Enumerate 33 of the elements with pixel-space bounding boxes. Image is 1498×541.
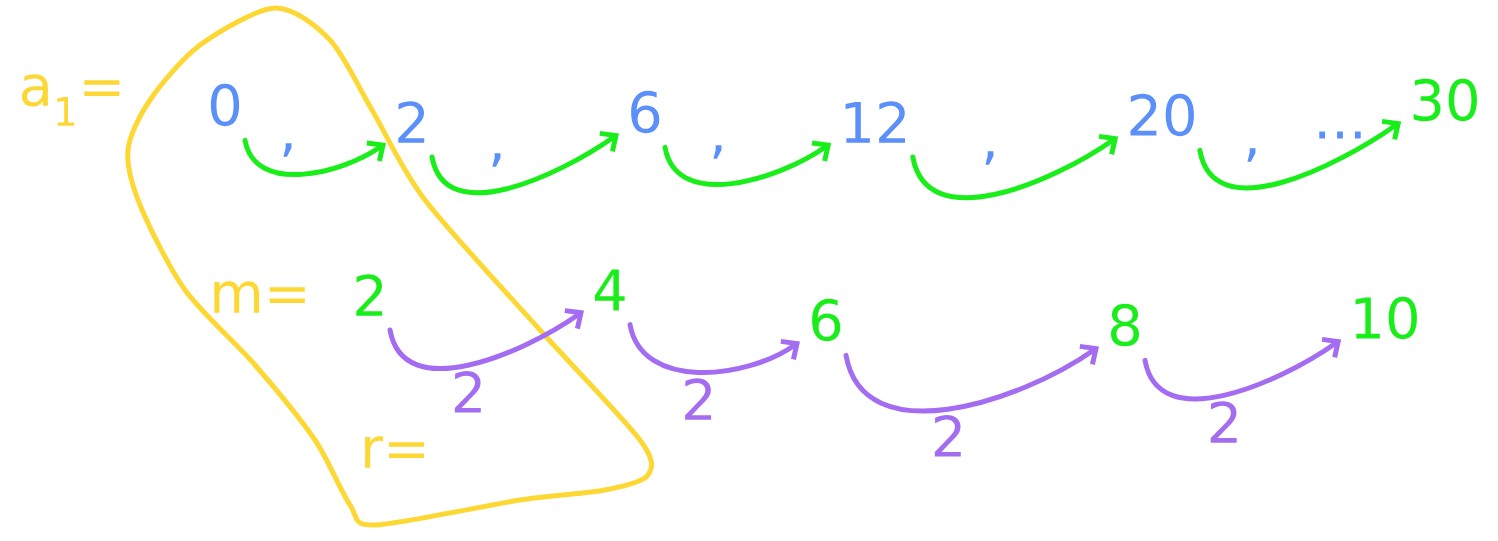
edge-label: 2	[934, 414, 961, 457]
arrow	[429, 130, 619, 196]
number: 6	[812, 298, 841, 342]
edge-label: 2	[685, 378, 712, 420]
handwritten-label: ,	[492, 153, 501, 167]
handwritten-label: a$_{1}$=	[22, 74, 120, 126]
number: 0	[210, 83, 240, 127]
number: 12	[845, 101, 906, 143]
number: 20	[1130, 93, 1194, 137]
arrow	[627, 322, 800, 375]
arrow	[1142, 336, 1342, 402]
number: 6	[631, 90, 660, 134]
number: 2	[356, 274, 383, 316]
number: 30	[1413, 78, 1477, 122]
number: 2	[398, 101, 425, 143]
handwritten-label: ,	[283, 143, 292, 157]
arrow	[387, 308, 584, 371]
arrow	[662, 140, 832, 188]
number: 4	[594, 269, 625, 311]
arrow	[242, 137, 386, 177]
arrow	[910, 133, 1119, 200]
handwritten-label: r=	[365, 436, 425, 468]
handwritten-label: m=	[214, 281, 305, 313]
number: 10	[1355, 296, 1417, 340]
handwritten-label: ,	[1247, 148, 1256, 162]
handwritten-label: ...	[1319, 131, 1361, 139]
edge-label: 2	[1210, 401, 1237, 443]
number: 8	[1111, 303, 1139, 347]
arrow	[1197, 118, 1402, 191]
edge-label: 2	[454, 371, 481, 413]
arrow	[843, 343, 1099, 414]
handwritten-label: ,	[985, 151, 994, 165]
handwritten-label: ,	[713, 145, 722, 159]
